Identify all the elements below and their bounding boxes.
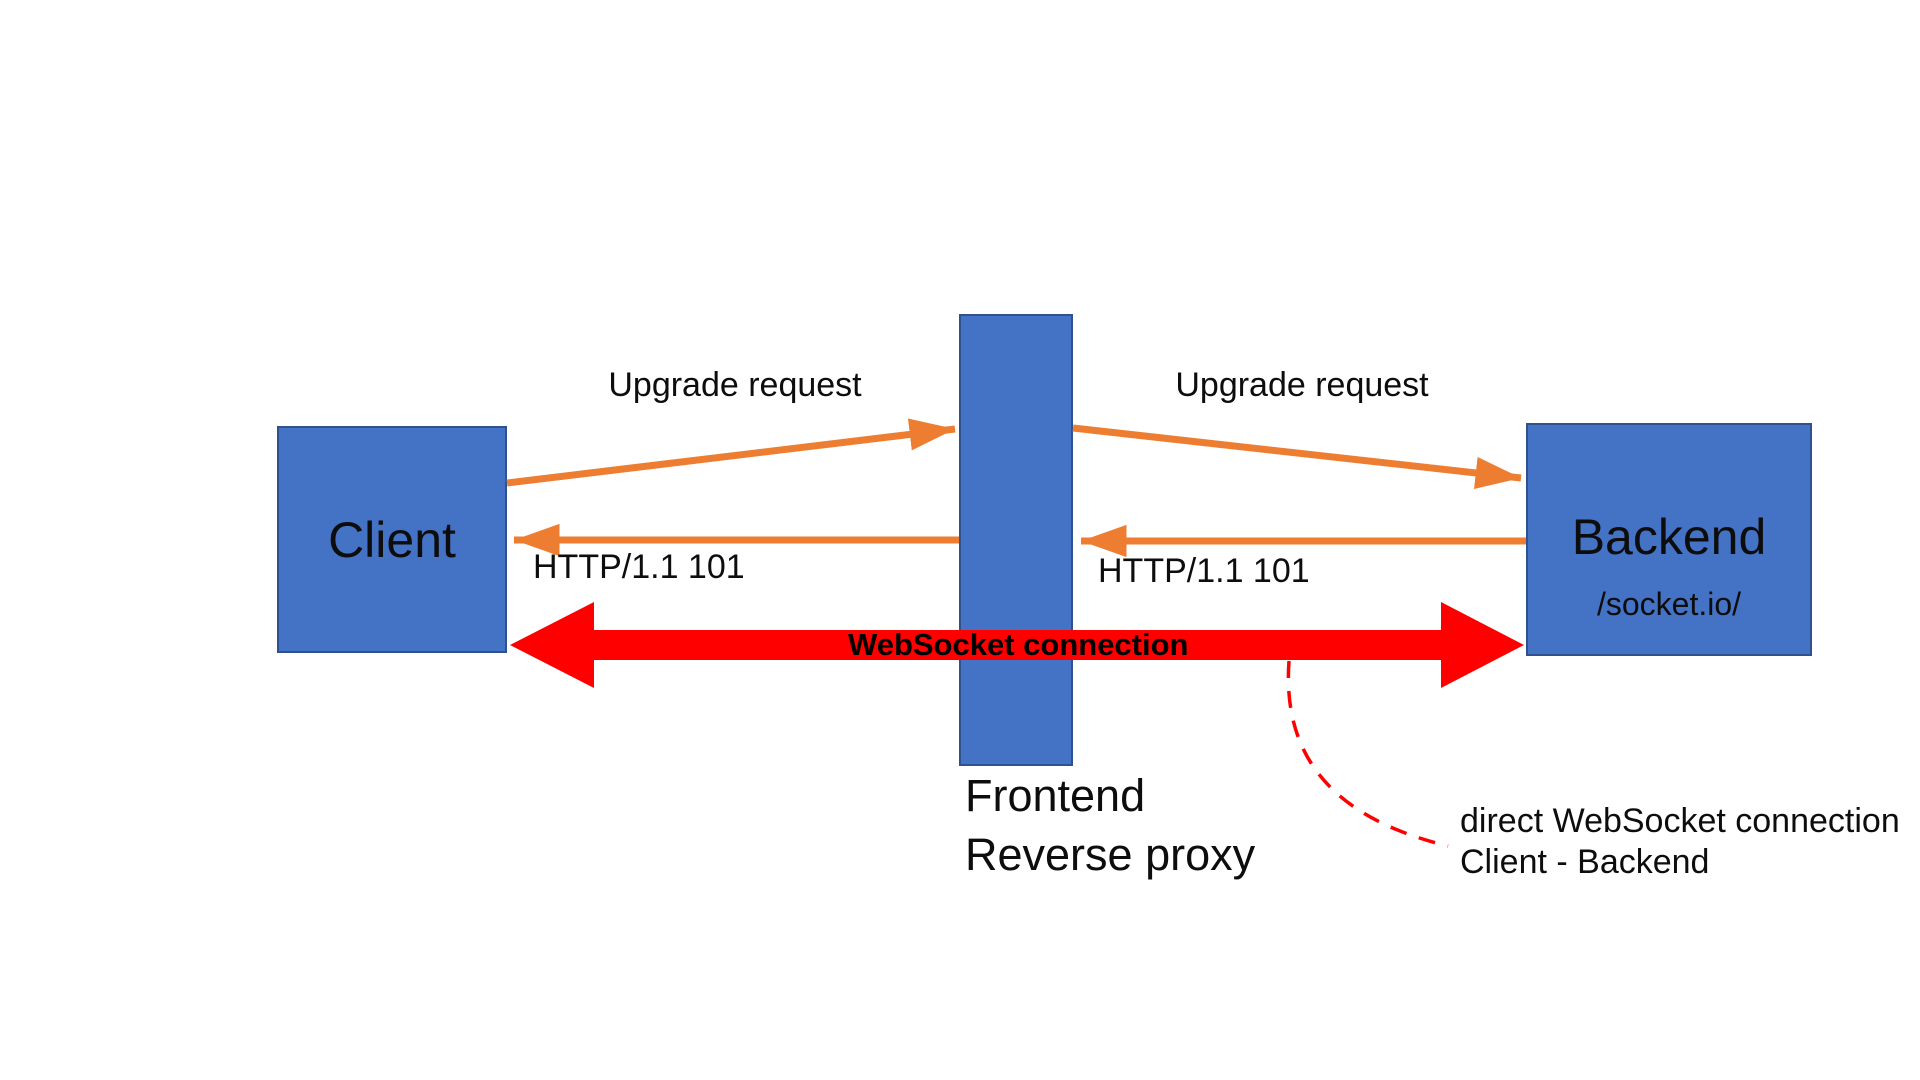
- client-box: [277, 426, 507, 653]
- backend-box: [1526, 423, 1812, 656]
- frontend-reverse-proxy-label: Frontend Reverse proxy: [965, 766, 1255, 884]
- frontend-reverse-proxy-box: [959, 314, 1073, 766]
- websocket-connection-double-arrow: [510, 602, 1524, 688]
- backend-box-label: Backend: [1571, 509, 1767, 565]
- annotation-line1: direct WebSocket connection: [1460, 802, 1900, 840]
- http-101-label-left: HTTP/1.1 101: [533, 548, 745, 586]
- client-label-text: Client: [328, 511, 456, 568]
- direct-websocket-annotation: direct WebSocket connection Client - Bac…: [1460, 801, 1900, 883]
- websocket-connection-label: WebSocket connection: [848, 627, 1189, 662]
- upgrade-request-label-right: Upgrade request: [1175, 366, 1429, 404]
- proxy-label-line1: Frontend: [965, 770, 1146, 821]
- callout-dashed-curve: [1286, 660, 1449, 848]
- http-101-label-right: HTTP/1.1 101: [1098, 552, 1310, 590]
- proxy-label-line2: Reverse proxy: [965, 829, 1256, 880]
- upgrade-request-label-left: Upgrade request: [608, 366, 862, 404]
- upgrade-request-arrow-client-to-proxy: [506, 418, 956, 487]
- backend-socketio-path-label: /socket.io/: [1596, 586, 1742, 622]
- upgrade-request-arrow-proxy-to-backend: [1072, 424, 1522, 489]
- annotation-line2: Client - Backend: [1460, 843, 1710, 881]
- client-box-label: Client: [277, 426, 507, 653]
